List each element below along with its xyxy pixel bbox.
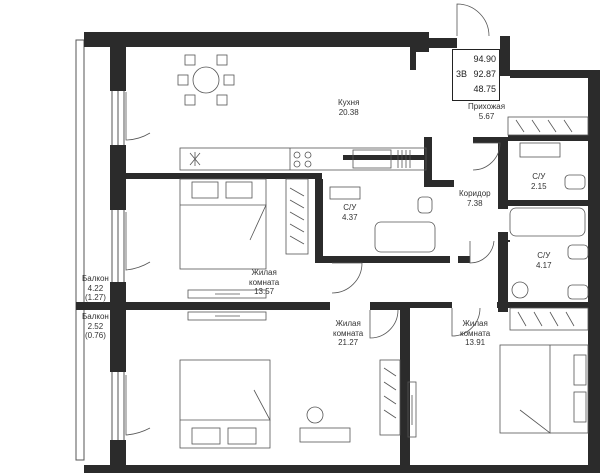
apartment-area-box: 3В 94.90 92.87 48.75 bbox=[452, 49, 500, 101]
room-area-reduced: (0.76) bbox=[84, 331, 106, 340]
room-area: 2.15 bbox=[531, 181, 547, 191]
room-name: Жилая bbox=[251, 268, 277, 277]
beds bbox=[179, 178, 589, 449]
watermark-text: ДомКлик bbox=[8, 444, 74, 460]
room-area: 13.57 bbox=[254, 287, 275, 296]
room-label-kitchen: Кухня 20.38 bbox=[338, 98, 359, 117]
room-label-balcony-1: Балкон 4.22 (1.27) bbox=[82, 274, 109, 303]
room-area: 2.52 bbox=[87, 321, 104, 331]
wardrobes bbox=[285, 116, 589, 436]
room-name: Прихожая bbox=[468, 102, 506, 111]
room-area-reduced: (1.27) bbox=[84, 293, 106, 302]
room-name-2: комната bbox=[460, 328, 491, 338]
room-name-2: комната bbox=[249, 277, 280, 287]
windows bbox=[111, 91, 125, 440]
room-name: С/У bbox=[537, 251, 551, 260]
room-area: 4.37 bbox=[342, 212, 358, 222]
area-net: 48.75 bbox=[473, 84, 496, 94]
room-label-living-1: Жилая комната 13.57 bbox=[249, 268, 279, 297]
walls bbox=[76, 32, 600, 473]
room-label-bath-2: С/У 4.37 bbox=[342, 203, 358, 222]
room-label-hall: Прихожая 5.67 bbox=[468, 102, 505, 121]
room-label-bath-3: С/У 4.17 bbox=[536, 251, 552, 270]
room-area: 4.22 bbox=[87, 283, 104, 293]
balcony-outline bbox=[75, 39, 85, 461]
room-name: Жилая bbox=[335, 319, 361, 328]
room-name: Балкон bbox=[82, 274, 109, 283]
room-name: Балкон bbox=[82, 312, 109, 321]
room-name: С/У bbox=[343, 203, 357, 212]
apartment-code: 3В bbox=[456, 69, 468, 79]
dining-table bbox=[177, 54, 235, 106]
room-name: Кухня bbox=[338, 98, 360, 107]
bathroom-fixtures bbox=[329, 142, 589, 300]
tv-stands bbox=[187, 289, 417, 443]
area-total: 94.90 bbox=[473, 54, 496, 64]
area-living: 92.87 bbox=[473, 69, 496, 79]
room-name: Жилая bbox=[462, 319, 488, 328]
room-label-balcony-2: Балкон 2.52 (0.76) bbox=[82, 312, 109, 341]
room-area: 20.38 bbox=[338, 107, 359, 117]
room-name: С/У bbox=[532, 172, 546, 181]
kitchen-counter bbox=[179, 147, 427, 171]
room-area: 7.38 bbox=[467, 198, 483, 208]
room-area: 4.17 bbox=[536, 260, 552, 270]
room-label-bath-1: С/У 2.15 bbox=[531, 172, 547, 191]
room-label-corridor: Коридор 7.38 bbox=[459, 189, 491, 208]
room-name-2: комната bbox=[333, 328, 364, 338]
door-swings bbox=[125, 3, 501, 436]
room-name: Коридор bbox=[459, 189, 491, 198]
room-area: 21.27 bbox=[338, 338, 359, 347]
room-label-living-3: Жилая комната 13.91 bbox=[460, 319, 490, 348]
room-area: 13.91 bbox=[465, 338, 486, 347]
room-area: 5.67 bbox=[478, 111, 495, 121]
room-label-living-2: Жилая комната 21.27 bbox=[333, 319, 363, 348]
